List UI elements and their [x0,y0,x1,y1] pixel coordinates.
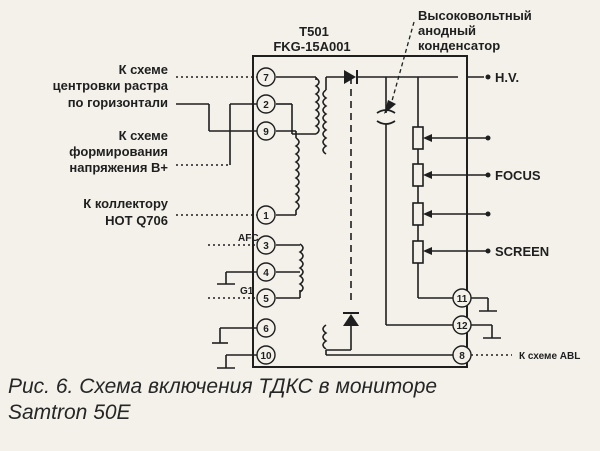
resistor-divider [412,77,458,299]
hv-capacitor [376,77,458,326]
label-bplus-line3: напряжения B+ [69,160,168,175]
resistor-wiper-screen [423,247,486,255]
transformer-model: FKG-15A001 [273,39,350,54]
pin-1-number: 1 [263,211,269,222]
capacitor-label-line1: Высоковольтный [418,8,532,23]
label-hv: H.V. [495,70,519,85]
pin-5-number: 5 [263,294,269,305]
capacitor-label-line2: анодный [418,23,476,38]
label-abl: К схеме ABL [519,351,580,362]
pin-8-number: 8 [459,351,465,362]
label-bplus-line2: формирования [69,144,168,159]
pin-7-number: 7 [263,73,269,84]
pin-12-number: 12 [456,321,468,332]
hv-diode-bottom [326,77,359,351]
pin-9-number: 9 [263,127,269,138]
label-screen: SCREEN [495,244,549,259]
label-collector-line2: HOT Q706 [105,213,168,228]
resistor-wiper-focus [423,171,486,179]
primary-coil-upper [314,77,320,135]
label-bplus-line1: К схеме [119,128,168,143]
capacitor-callout-arrow [384,21,415,114]
label-center-line3: по горизонтали [68,95,168,110]
pin-3 [256,235,276,255]
label-focus: FOCUS [495,168,541,183]
transformer-ref: T501 [299,24,329,39]
label-collector-line1: К коллектору [83,196,168,211]
resistor-wiper-3 [423,210,486,218]
caption-line1: Рис. 6. Схема включения ТДКС в мониторе [8,375,438,398]
hv-diode-top [325,70,458,90]
pin-4-number: 4 [263,268,269,279]
label-center-line2: центровки растра [53,78,169,93]
secondary-coil [322,89,328,350]
primary-coil-lower [298,243,304,293]
resistor-wiper-1 [423,134,486,142]
pin-10-number: 10 [260,351,272,362]
label-afc: AFC [238,233,259,244]
primary-coil-middle [294,137,300,211]
transformer-body [252,55,468,368]
caption-line2: Samtron 50E [8,401,131,424]
capacitor-label-line3: конденсатор [418,38,500,53]
pin-2-number: 2 [263,100,269,111]
label-g1: G1 [240,286,254,297]
internal-wiring [276,76,317,299]
pin-11-number: 11 [457,294,468,305]
pin-6-number: 6 [263,324,269,335]
figure-caption: Рис. 6. Схема включения ТДКС в мониторе … [8,374,588,426]
right-external-wiring [325,74,512,356]
pin-5 [256,288,276,308]
left-external-wiring [176,76,257,369]
label-center-line1: К схеме [119,62,168,77]
pin-3-number: 3 [263,241,269,252]
